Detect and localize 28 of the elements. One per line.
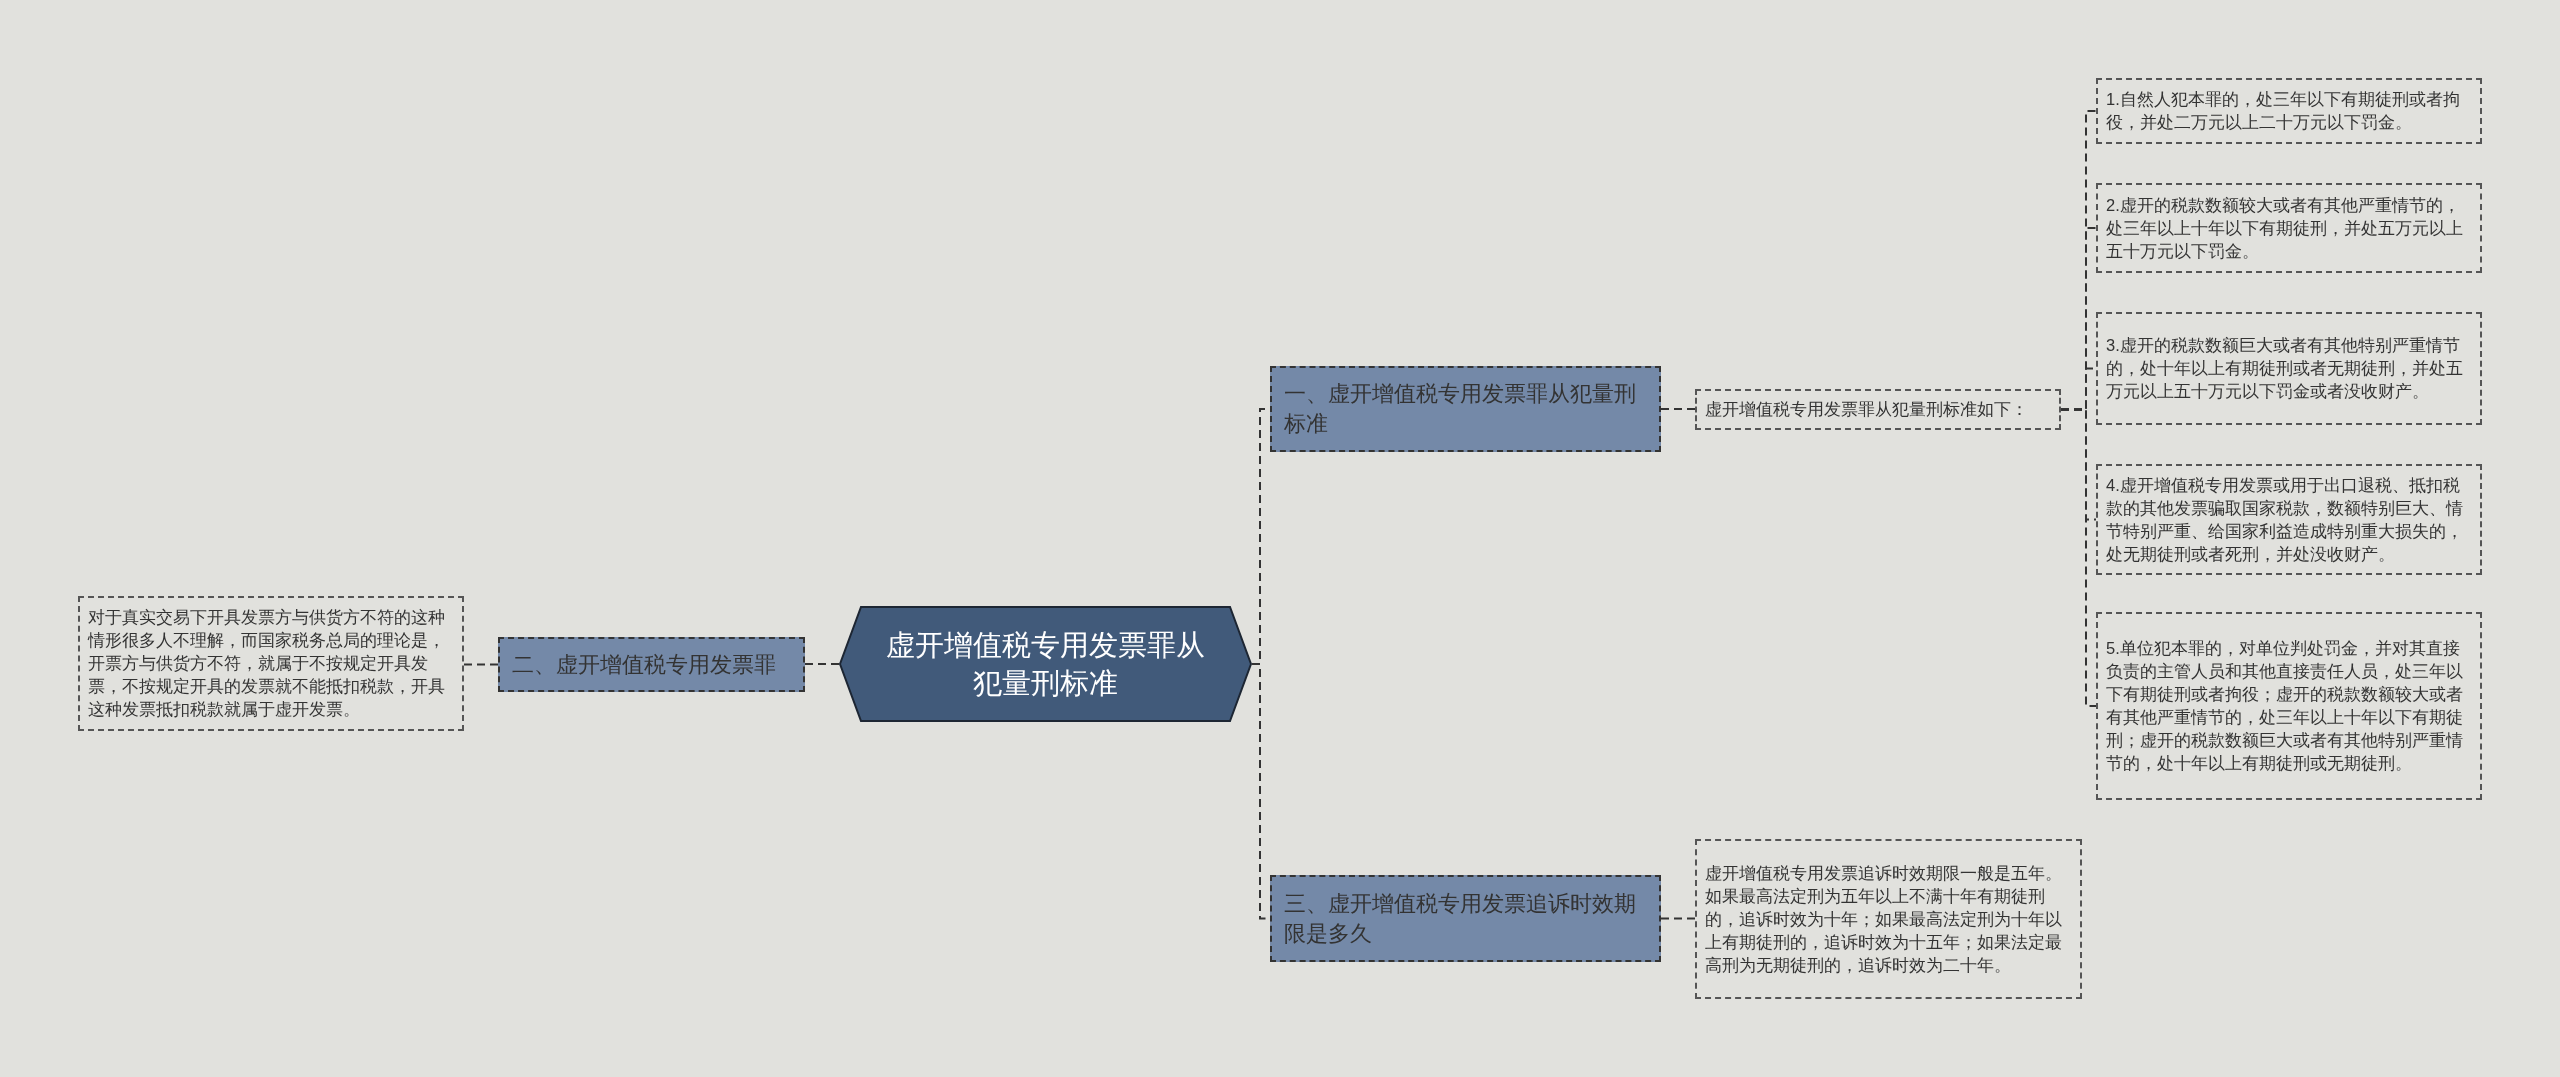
central-topic-text: 虚开增值税专用发票罪从犯量刑标准	[885, 628, 1206, 701]
note-box	[2096, 464, 2482, 575]
note-box	[2096, 183, 2482, 273]
topic-box	[1270, 875, 1661, 962]
note-text: 虚开增值税专用发票罪从犯量刑标准如下：	[1705, 399, 2029, 420]
note-text: 3.虚开的税款数额巨大或者有其他特别严重情节的，处十年以上有期徒刑或者无期徒刑，并处五万元以上五十万元以下罚金或者没收财产。	[2106, 335, 2464, 402]
note-text: 1.自然人犯本罪的，处三年以下有期徒刑或者拘役，并处二万元以上二十万元以下罚金。	[2106, 89, 2461, 133]
note-text: 2.虚开的税款数额较大或者有其他严重情节的，处三年以上十年以下有期徒刑，并处五万元以上五十万元以下罚金。	[2106, 194, 2464, 262]
topic-text: 二、虚开增值税专用发票罪	[512, 650, 777, 679]
topic-text: 一、虚开增值税专用发票罪从犯量刑标准	[1284, 380, 1637, 438]
topic-text: 三、虚开增值税专用发票追诉时效期限是多久	[1284, 889, 1637, 948]
note-box	[1695, 389, 2061, 430]
note-text: 虚开增值税专用发票追诉时效期限一般是五年。如果最高法定刑为五年以上不满十年有期徒刑的，追诉时效为十年；如果最高法定刑为十年以上有期徒刑的，追诉时效为十五年；如果法定最高刑为无期徒刑的，追诉时效为二十年。	[1705, 862, 2063, 976]
connector-line	[1660, 917, 1696, 920]
note-text: 5.单位犯本罪的，对单位判处罚金，并对其直接负责的主管人员和其他直接责任人员，处三年以下有期徒刑或者拘役；虚开的税款数额较大或者有其他严重情节的，处三年以上十年以下有期徒刑；虚开的税款数额巨大或者有其他特别严重情节的，处十年以上有期徒刑或无期徒刑。	[2106, 638, 2464, 774]
connector-line	[804, 663, 840, 665]
topic-box	[498, 637, 805, 692]
note-text: 4.虚开增值税专用发票或用于出口退税、抵扣税款的其他发票骗取国家税款，数额特别巨大、情节特别严重、给国家利益造成特别重大损失的，处无期徒刑或者死刑，并处没收财产。	[2106, 474, 2464, 565]
note-text: 对于真实交易下开具发票方与供货方不符的这种情形很多人不理解，而国家税务总局的理论是，开票方与供货方不符，就属于不按规定开具发票，不按规定开具的发票就不能抵扣税款，开具这种发票抵扣税款就属于虚开发票。	[88, 607, 446, 720]
connector-line	[1660, 408, 1696, 410]
note-box	[2096, 612, 2482, 800]
note-box	[1695, 839, 2082, 999]
note-box	[2096, 78, 2482, 144]
note-box	[2096, 312, 2482, 425]
connector-line	[2060, 408, 2097, 707]
topic-box	[1270, 366, 1661, 452]
connector-line	[463, 663, 499, 666]
note-box	[78, 596, 464, 731]
